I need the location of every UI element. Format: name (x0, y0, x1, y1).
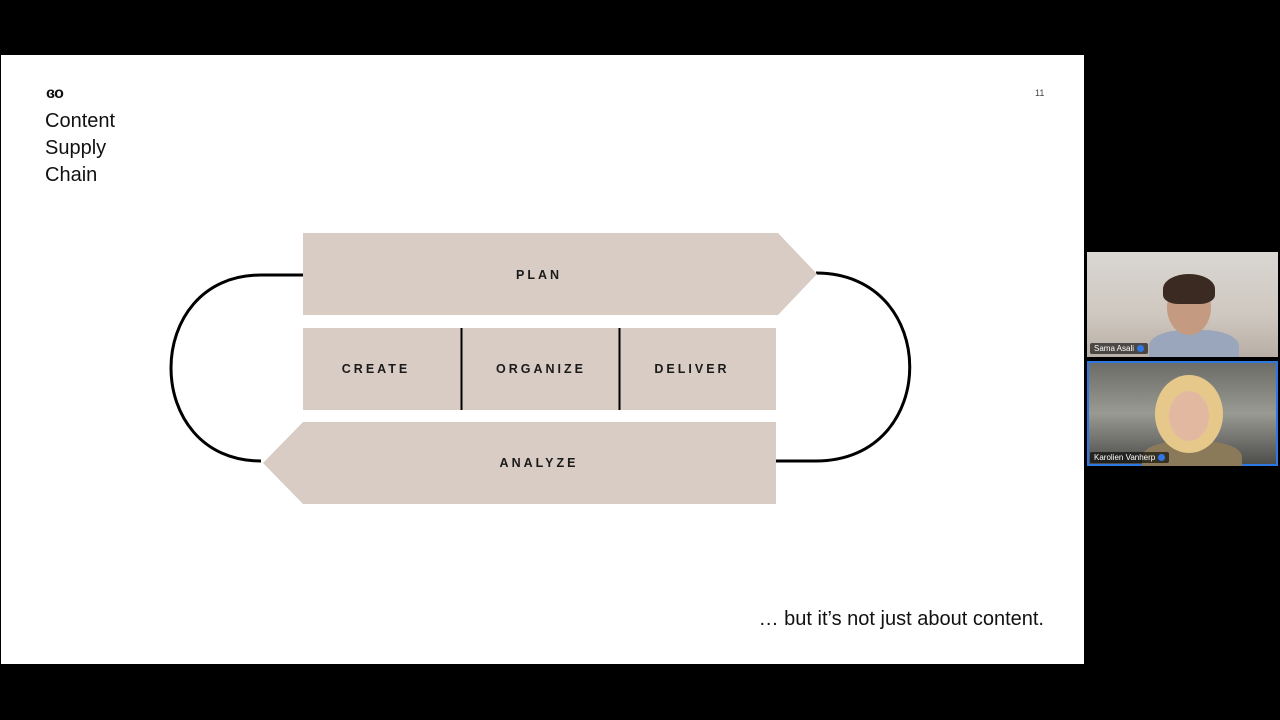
participant-hair (1163, 274, 1215, 304)
deliver-box (620, 328, 776, 410)
mic-icon (1158, 454, 1166, 461)
presentation-slide: ɞo Content Supply Chain 11 PLAN CREATE O… (1, 55, 1084, 664)
title-line: Supply (45, 137, 107, 159)
create-label: CREATE (342, 362, 410, 376)
participant-video-tile[interactable]: Sama Asali (1087, 252, 1278, 357)
slide-title: Content Supply Chain (45, 108, 205, 189)
title-line: Chain (45, 164, 98, 186)
page-number: 11 (1035, 88, 1045, 98)
analyze-label: ANALYZE (500, 456, 579, 470)
slide-caption: … but it’s not just about content. (758, 608, 1044, 630)
participant-face (1169, 391, 1209, 441)
deliver-label: DELIVER (654, 362, 729, 376)
participant-name: Karolien Vanherp (1094, 453, 1156, 462)
participant-silhouette (1149, 330, 1239, 357)
create-box (303, 328, 461, 410)
right-loop-arrow (734, 271, 912, 463)
participant-name-tag: Sama Asali (1090, 343, 1149, 354)
company-logo: ɞo (46, 85, 64, 102)
title-line: Content (45, 110, 116, 132)
participant-name: Sama Asali (1094, 344, 1135, 353)
participant-name-tag: Karolien Vanherp (1090, 452, 1170, 463)
plan-label: PLAN (516, 268, 562, 282)
left-loop-arrow (169, 273, 346, 463)
mic-icon (1137, 345, 1145, 352)
analyze-arrow (263, 422, 776, 504)
organize-label: ORGANIZE (496, 362, 586, 376)
plan-arrow (303, 233, 817, 315)
organize-box (462, 328, 619, 410)
content-supply-chain-diagram: PLAN CREATE ORGANIZE DELIVER ANALYZE (169, 233, 912, 504)
participant-video-tile-active[interactable]: Karolien Vanherp (1087, 361, 1278, 466)
